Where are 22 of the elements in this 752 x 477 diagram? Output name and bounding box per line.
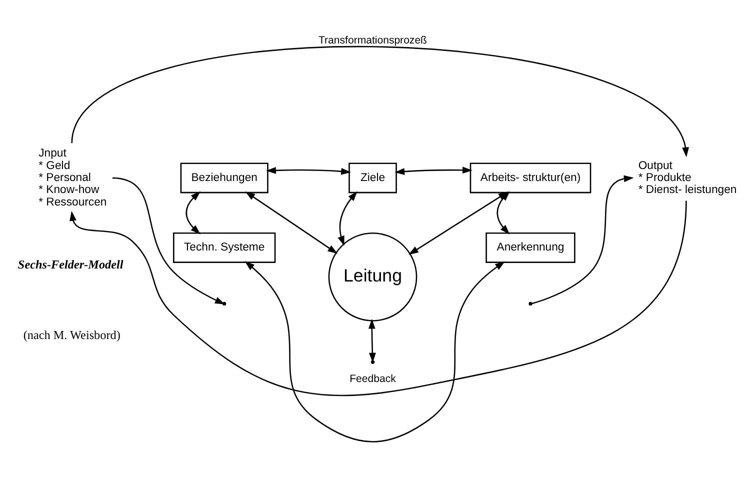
arrow <box>338 191 358 246</box>
node-text: Jnput * Geld * Personal * Know-how * Ressourcen <box>38 148 107 208</box>
arrow <box>394 166 472 175</box>
arrow <box>266 166 352 175</box>
node-box: Anerkennung <box>486 232 576 263</box>
node-box: Techn. Systeme <box>173 232 276 263</box>
edge-label: Transformationsprozeß <box>318 34 427 47</box>
arrow <box>112 177 225 304</box>
arrow <box>186 191 201 234</box>
arrow <box>245 192 338 254</box>
arrow <box>70 200 687 396</box>
label: (nach M. Weisbord) <box>23 328 120 342</box>
node-box: Beziehungen <box>180 162 268 194</box>
edge-label: Feedback <box>350 372 396 385</box>
node-box: Ziele <box>348 162 397 194</box>
arrow <box>244 261 506 442</box>
label: Sechs-Felder-Modell <box>18 257 124 272</box>
arrow <box>71 46 689 158</box>
node-box: Arbeits- struktur(en) <box>470 162 592 194</box>
arrow <box>368 318 376 363</box>
arrow <box>532 175 634 304</box>
node-text: Output * Produkte * Dienst- leistungen <box>638 160 737 196</box>
